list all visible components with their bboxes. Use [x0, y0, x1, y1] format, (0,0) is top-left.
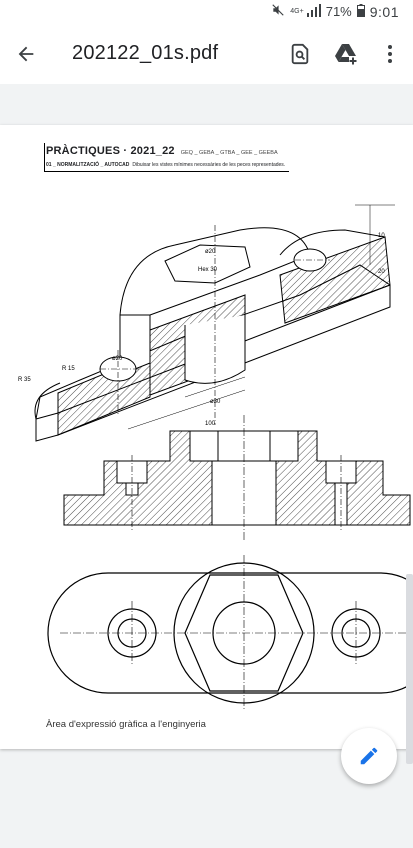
isometric-view	[34, 204, 395, 442]
dim-d20-top: ø20	[205, 249, 216, 255]
dim-100: 100	[205, 421, 216, 427]
page-footer: Àrea d'expressió gràfica a l'enginyeria	[46, 719, 206, 730]
pdf-viewer[interactable]: PRÀCTIQUES · 2021_22 GEQ _ GEBA _ GTBA _…	[0, 84, 413, 848]
top-centerlines	[60, 555, 413, 710]
dim-r15: R 15	[62, 366, 75, 372]
pdf-page[interactable]: PRÀCTIQUES · 2021_22 GEQ _ GEBA _ GTBA _…	[0, 125, 413, 749]
drive-add-icon	[335, 44, 357, 65]
dim-hex: Hex 30	[198, 267, 218, 273]
edit-fab-button[interactable]	[341, 728, 397, 784]
hex-socket	[164, 244, 251, 284]
section-face-right	[279, 236, 391, 324]
page-header: PRÀCTIQUES · 2021_22 GEQ _ GEBA _ GTBA _…	[44, 143, 289, 172]
clock: 9:01	[369, 3, 399, 20]
dim-d30: ø30	[210, 399, 221, 405]
header-underline	[44, 171, 289, 172]
status-icons: 4G+ 71% 9:01	[271, 3, 399, 20]
dim-d20-left: ø20	[112, 356, 123, 362]
back-arrow-icon	[18, 46, 34, 62]
document-groups: GEQ _ GEBA _ GTBA _ GEE _ GEEBA	[180, 150, 278, 156]
app-bar: 202122_01s.pdf	[0, 24, 413, 84]
add-to-drive-button[interactable]	[330, 38, 362, 70]
dim-20: 20	[378, 269, 385, 275]
more-options-button[interactable]	[374, 38, 406, 70]
pencil-icon	[360, 747, 378, 765]
right-boss	[279, 229, 386, 256]
exercise-code: 01 _ NORMALITZACIÓ _ AUTOCAD	[46, 162, 130, 168]
battery-icon	[356, 3, 365, 20]
header-rule	[44, 143, 45, 171]
exercise-description: Dibuixar les vistes mínimes necessàries …	[132, 162, 286, 168]
status-bar: 4G+ 71% 9:01	[0, 0, 413, 24]
bore-lines	[211, 461, 277, 525]
document-heading: PRÀCTIQUES · 2021_22	[46, 145, 175, 157]
network-type: 4G+	[290, 8, 304, 15]
document-title: 202122_01s.pdf	[72, 42, 219, 64]
battery-level: 71%	[325, 4, 352, 19]
technical-drawing: R 35 R 15 ø20 ø20 Hex 30 ø30 100 10 20	[18, 204, 413, 710]
scrollbar-thumb[interactable]	[406, 574, 413, 764]
back-button[interactable]	[10, 38, 42, 70]
mute-icon	[271, 3, 285, 20]
more-vert-icon	[388, 45, 392, 63]
signal-icon	[306, 3, 321, 20]
search-in-document-icon	[291, 43, 309, 65]
front-section-view	[63, 430, 411, 526]
dim-ext-right	[355, 204, 395, 265]
dim-line-100	[127, 389, 246, 430]
dim-10: 10	[378, 233, 385, 239]
dim-line-30	[184, 376, 246, 398]
search-in-document-button[interactable]	[284, 38, 316, 70]
dim-r35: R 35	[18, 377, 31, 383]
left-end-curve	[34, 382, 61, 420]
iso-centerlines	[100, 225, 330, 425]
hex-head-lines	[189, 431, 299, 462]
